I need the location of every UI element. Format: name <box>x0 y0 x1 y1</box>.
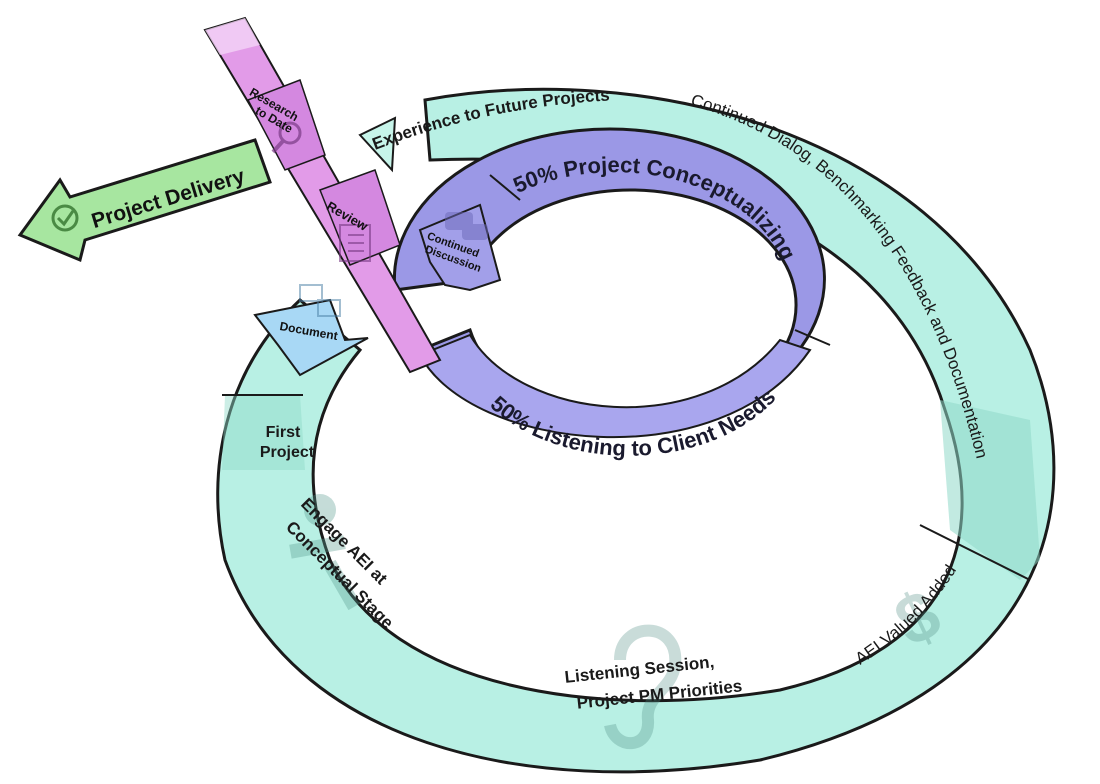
tools-icon <box>289 494 361 611</box>
computers-icon <box>299 284 341 317</box>
magnifier-icon <box>271 121 302 154</box>
project-delivery-arrow <box>17 138 272 263</box>
checklist-icon <box>339 224 371 262</box>
outer-ring <box>216 87 1056 774</box>
checkmark-icon <box>51 204 79 232</box>
inner-ring <box>392 127 831 439</box>
experience-arrowhead <box>358 116 397 173</box>
ear-icon <box>604 624 682 750</box>
first-project-line1: First <box>266 424 301 441</box>
first-project-line2: Project <box>260 444 315 461</box>
chat-bubbles-icon <box>445 212 488 240</box>
